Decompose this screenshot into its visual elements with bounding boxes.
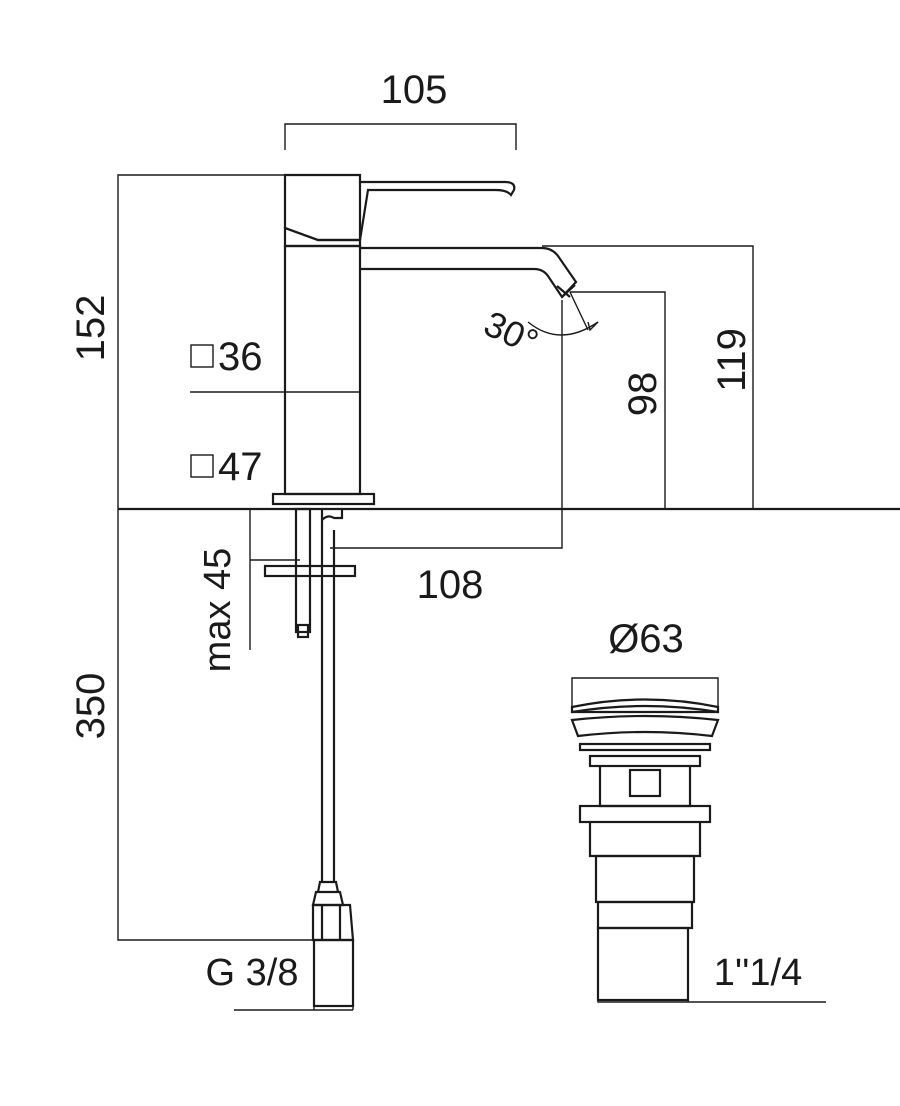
section-36: 36 (190, 335, 263, 379)
dim-108-line (330, 300, 563, 549)
label-152: 152 (69, 295, 113, 362)
waste-cap (570, 698, 720, 714)
waste-nut (578, 804, 712, 824)
label-thread: 1''1/4 (714, 952, 802, 994)
waste-window (628, 768, 662, 798)
waste-threaded-body (588, 822, 702, 858)
waste-tail (596, 900, 694, 930)
waste-flange (570, 714, 720, 738)
dim-thread-line (597, 1000, 826, 1003)
label-30: 30° (478, 303, 545, 363)
faucet-body (283, 244, 362, 496)
faucet-lever (283, 173, 516, 242)
square-icon (190, 454, 214, 478)
faucet (271, 173, 578, 506)
label-47: 47 (218, 445, 263, 489)
hose-nut (311, 903, 355, 942)
under-counter (118, 507, 900, 1008)
dim-d63-line (571, 677, 719, 707)
faucet-spout (360, 246, 578, 299)
label-d63: Ø63 (608, 617, 684, 661)
label-36: 36 (218, 335, 263, 379)
label-108: 108 (417, 563, 484, 607)
waste-outlet (596, 926, 690, 1002)
label-98: 98 (621, 372, 665, 417)
dimension-labels: 105 152 119 98 30° 108 max 45 350 G 3/8 … (69, 68, 802, 994)
spout-aerator (556, 284, 576, 298)
threaded-rod (294, 507, 312, 634)
faucet-base (271, 492, 376, 506)
rod-end (296, 623, 310, 639)
label-119: 119 (710, 328, 754, 392)
dim-30-arc (527, 321, 599, 336)
dim-30-arrow (569, 291, 599, 332)
waste-body (598, 766, 692, 808)
label-g38: G 3/8 (206, 952, 299, 994)
section-47: 47 (190, 445, 263, 489)
square-icon (190, 344, 214, 368)
dim-max45-line (249, 509, 300, 650)
faucet-collar (283, 226, 362, 248)
dimension-lines (117, 123, 826, 1011)
dim-152-line (117, 174, 285, 509)
hose-connector (312, 938, 355, 1008)
waste-lower (594, 854, 696, 904)
hose-fitting (311, 880, 345, 907)
waste-valve (570, 698, 720, 1002)
fixing-plate (263, 564, 357, 578)
hose-top (321, 509, 344, 521)
dim-119-line (542, 245, 754, 509)
label-max45: max 45 (197, 548, 239, 673)
waste-ring-1 (578, 742, 712, 752)
dim-350-line (117, 509, 314, 941)
label-105: 105 (381, 68, 448, 112)
dim-105-line (284, 123, 517, 150)
label-350: 350 (69, 673, 113, 740)
dim-g38-line (234, 1006, 354, 1011)
waste-ring-2 (588, 754, 702, 768)
dim-98-line (570, 291, 666, 509)
